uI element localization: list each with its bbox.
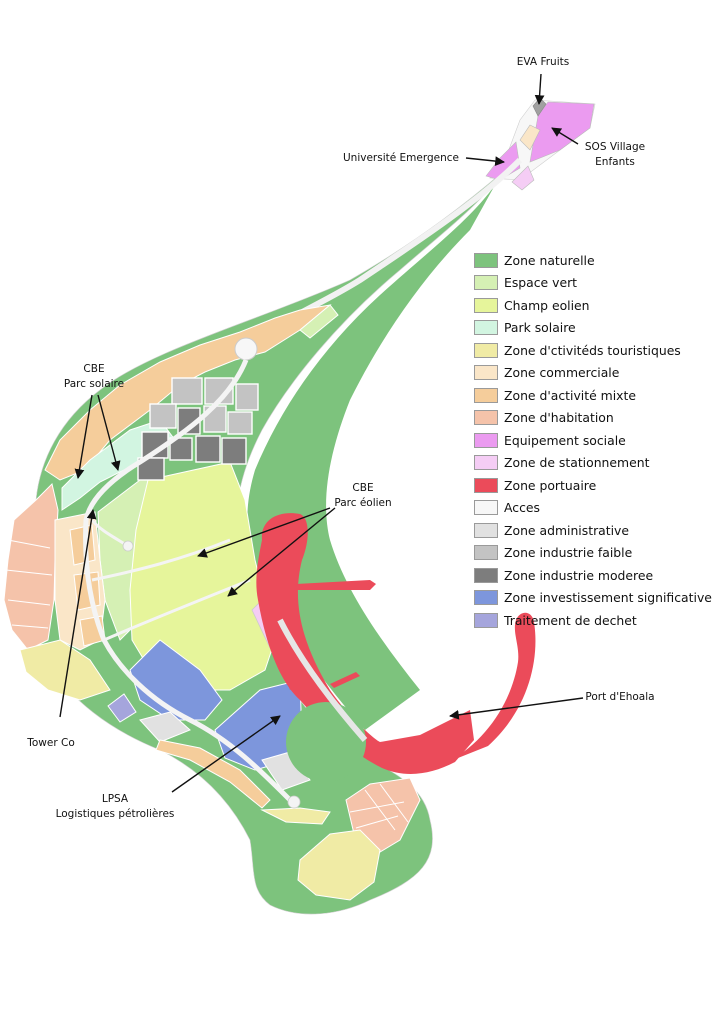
- legend-item: Equipement sociale: [474, 429, 722, 452]
- legend-swatch: [474, 275, 498, 291]
- legend-item: Zone commerciale: [474, 362, 722, 385]
- legend-label: Equipement sociale: [504, 432, 626, 448]
- legend-swatch: [474, 455, 498, 471]
- legend-label: Zone d'habitation: [504, 410, 614, 426]
- zone-touristique-west: [19, 639, 111, 701]
- zone-habitation-west-lines: [5, 539, 53, 629]
- legend-item: Park solaire: [474, 317, 722, 340]
- legend-item: Zone investissement significative: [474, 587, 722, 610]
- legend-item: Traitement de dechet: [474, 609, 722, 632]
- legend-label: Park solaire: [504, 320, 576, 336]
- label-sos-village-line1: SOS Village: [584, 141, 646, 153]
- label-cbe-eolien: CBE Parc éolien: [318, 481, 408, 511]
- roundabout-south: [287, 795, 301, 809]
- legend-label: Zone naturelle: [504, 252, 595, 268]
- zone-stationnement-north: [511, 165, 535, 191]
- legend-label: Espace vert: [504, 275, 578, 291]
- label-tower-co: Tower Co: [27, 737, 75, 749]
- legend-swatch: [474, 365, 498, 381]
- legend-item: Zone administrative: [474, 519, 722, 542]
- legend-swatch: [474, 387, 498, 403]
- industrial-blocks: [137, 377, 259, 481]
- legend-swatch: [474, 500, 498, 516]
- legend-item: Zone d'habitation: [474, 407, 722, 430]
- label-cbe-eolien-line1: CBE: [352, 482, 374, 494]
- legend-swatch: [474, 432, 498, 448]
- legend-label: Zone d'ctivitéds touristiques: [504, 342, 681, 358]
- zone-commerciale-north: [519, 124, 541, 151]
- zone-touristique-south: [297, 829, 381, 901]
- legend-label: Zone commerciale: [504, 365, 620, 381]
- legend-label: Zone industrie moderee: [504, 567, 654, 583]
- legend-label: Zone investissement significative: [504, 590, 712, 606]
- zone-administrative-south: [139, 711, 311, 791]
- zone-naturelle-southeast: [286, 702, 366, 782]
- champ-eolien: [129, 461, 276, 691]
- legend-item: Zone naturelle: [474, 249, 722, 272]
- port-road: [277, 618, 368, 742]
- traitement-dechet: [107, 693, 137, 723]
- label-eva-fruits: EVA Fruits: [516, 56, 570, 68]
- zone-activite-south-strip: [155, 739, 271, 809]
- legend-swatch: [474, 297, 498, 313]
- label-sos-village-line2: Enfants: [595, 156, 635, 168]
- label-lpsa-line2: Logistiques pétrolières: [55, 808, 175, 820]
- legend-swatch: [474, 522, 498, 538]
- legend-swatch: [474, 252, 498, 268]
- legend-item: Zone portuaire: [474, 474, 722, 497]
- zone-investissement-a: [129, 639, 223, 721]
- label-cbe-solaire-line1: CBE: [83, 363, 105, 375]
- zone-portuaire-jetty: [330, 672, 360, 688]
- legend-label: Champ eolien: [504, 297, 590, 313]
- legend-item: Acces: [474, 497, 722, 520]
- annotation-arrows: [59, 73, 584, 793]
- legend-item: Zone industrie moderee: [474, 564, 722, 587]
- roundabout-north: [234, 337, 258, 361]
- legend-label: Zone portuaire: [504, 477, 597, 493]
- label-cbe-solaire-line2: Parc solaire: [63, 378, 125, 390]
- legend-swatch: [474, 612, 498, 628]
- roundabout-west: [122, 540, 134, 552]
- label-cbe-eolien-line2: Parc éolien: [334, 497, 392, 509]
- label-cbe-solaire: CBE Parc solaire: [44, 362, 144, 392]
- main-road: [83, 359, 292, 802]
- zone-portuaire-breakwater: [448, 612, 536, 762]
- legend-label: Zone industrie faible: [504, 545, 633, 561]
- legend-swatch: [474, 567, 498, 583]
- legend-item: Champ eolien: [474, 294, 722, 317]
- espace-vert-north: [299, 304, 339, 339]
- legend-item: Zone d'ctivitéds touristiques: [474, 339, 722, 362]
- legend-swatch: [474, 320, 498, 336]
- legend-swatch: [474, 590, 498, 606]
- label-lpsa-line1: LPSA: [101, 793, 129, 805]
- legend-swatch: [474, 545, 498, 561]
- label-lpsa: LPSA Logistiques pétrolières: [40, 792, 190, 822]
- legend-label: Zone d'activité mixte: [504, 387, 636, 403]
- zone-portuaire-pier: [296, 580, 376, 590]
- label-port: Port d'Ehoala: [585, 691, 655, 703]
- label-universite: Université Emergence: [342, 152, 460, 164]
- legend-label: Zone administrative: [504, 522, 630, 538]
- label-sos-village: SOS Village Enfants: [572, 140, 658, 170]
- legend-swatch: [474, 342, 498, 358]
- legend-label: Zone de stationnement: [504, 455, 650, 471]
- zone-naturelle-coast: [247, 185, 495, 730]
- legend-item: Espace vert: [474, 272, 722, 295]
- legend-label: Traitement de dechet: [504, 612, 637, 628]
- legend-item: Zone d'activité mixte: [474, 384, 722, 407]
- legend-swatch: [474, 477, 498, 493]
- legend-swatch: [474, 410, 498, 426]
- zone-habitation-southeast-lines: [349, 783, 409, 831]
- legend-item: Zone industrie faible: [474, 542, 722, 565]
- legend-item: Zone de stationnement: [474, 452, 722, 475]
- legend-label: Acces: [504, 500, 540, 516]
- zone-portuaire-quay: [280, 640, 312, 690]
